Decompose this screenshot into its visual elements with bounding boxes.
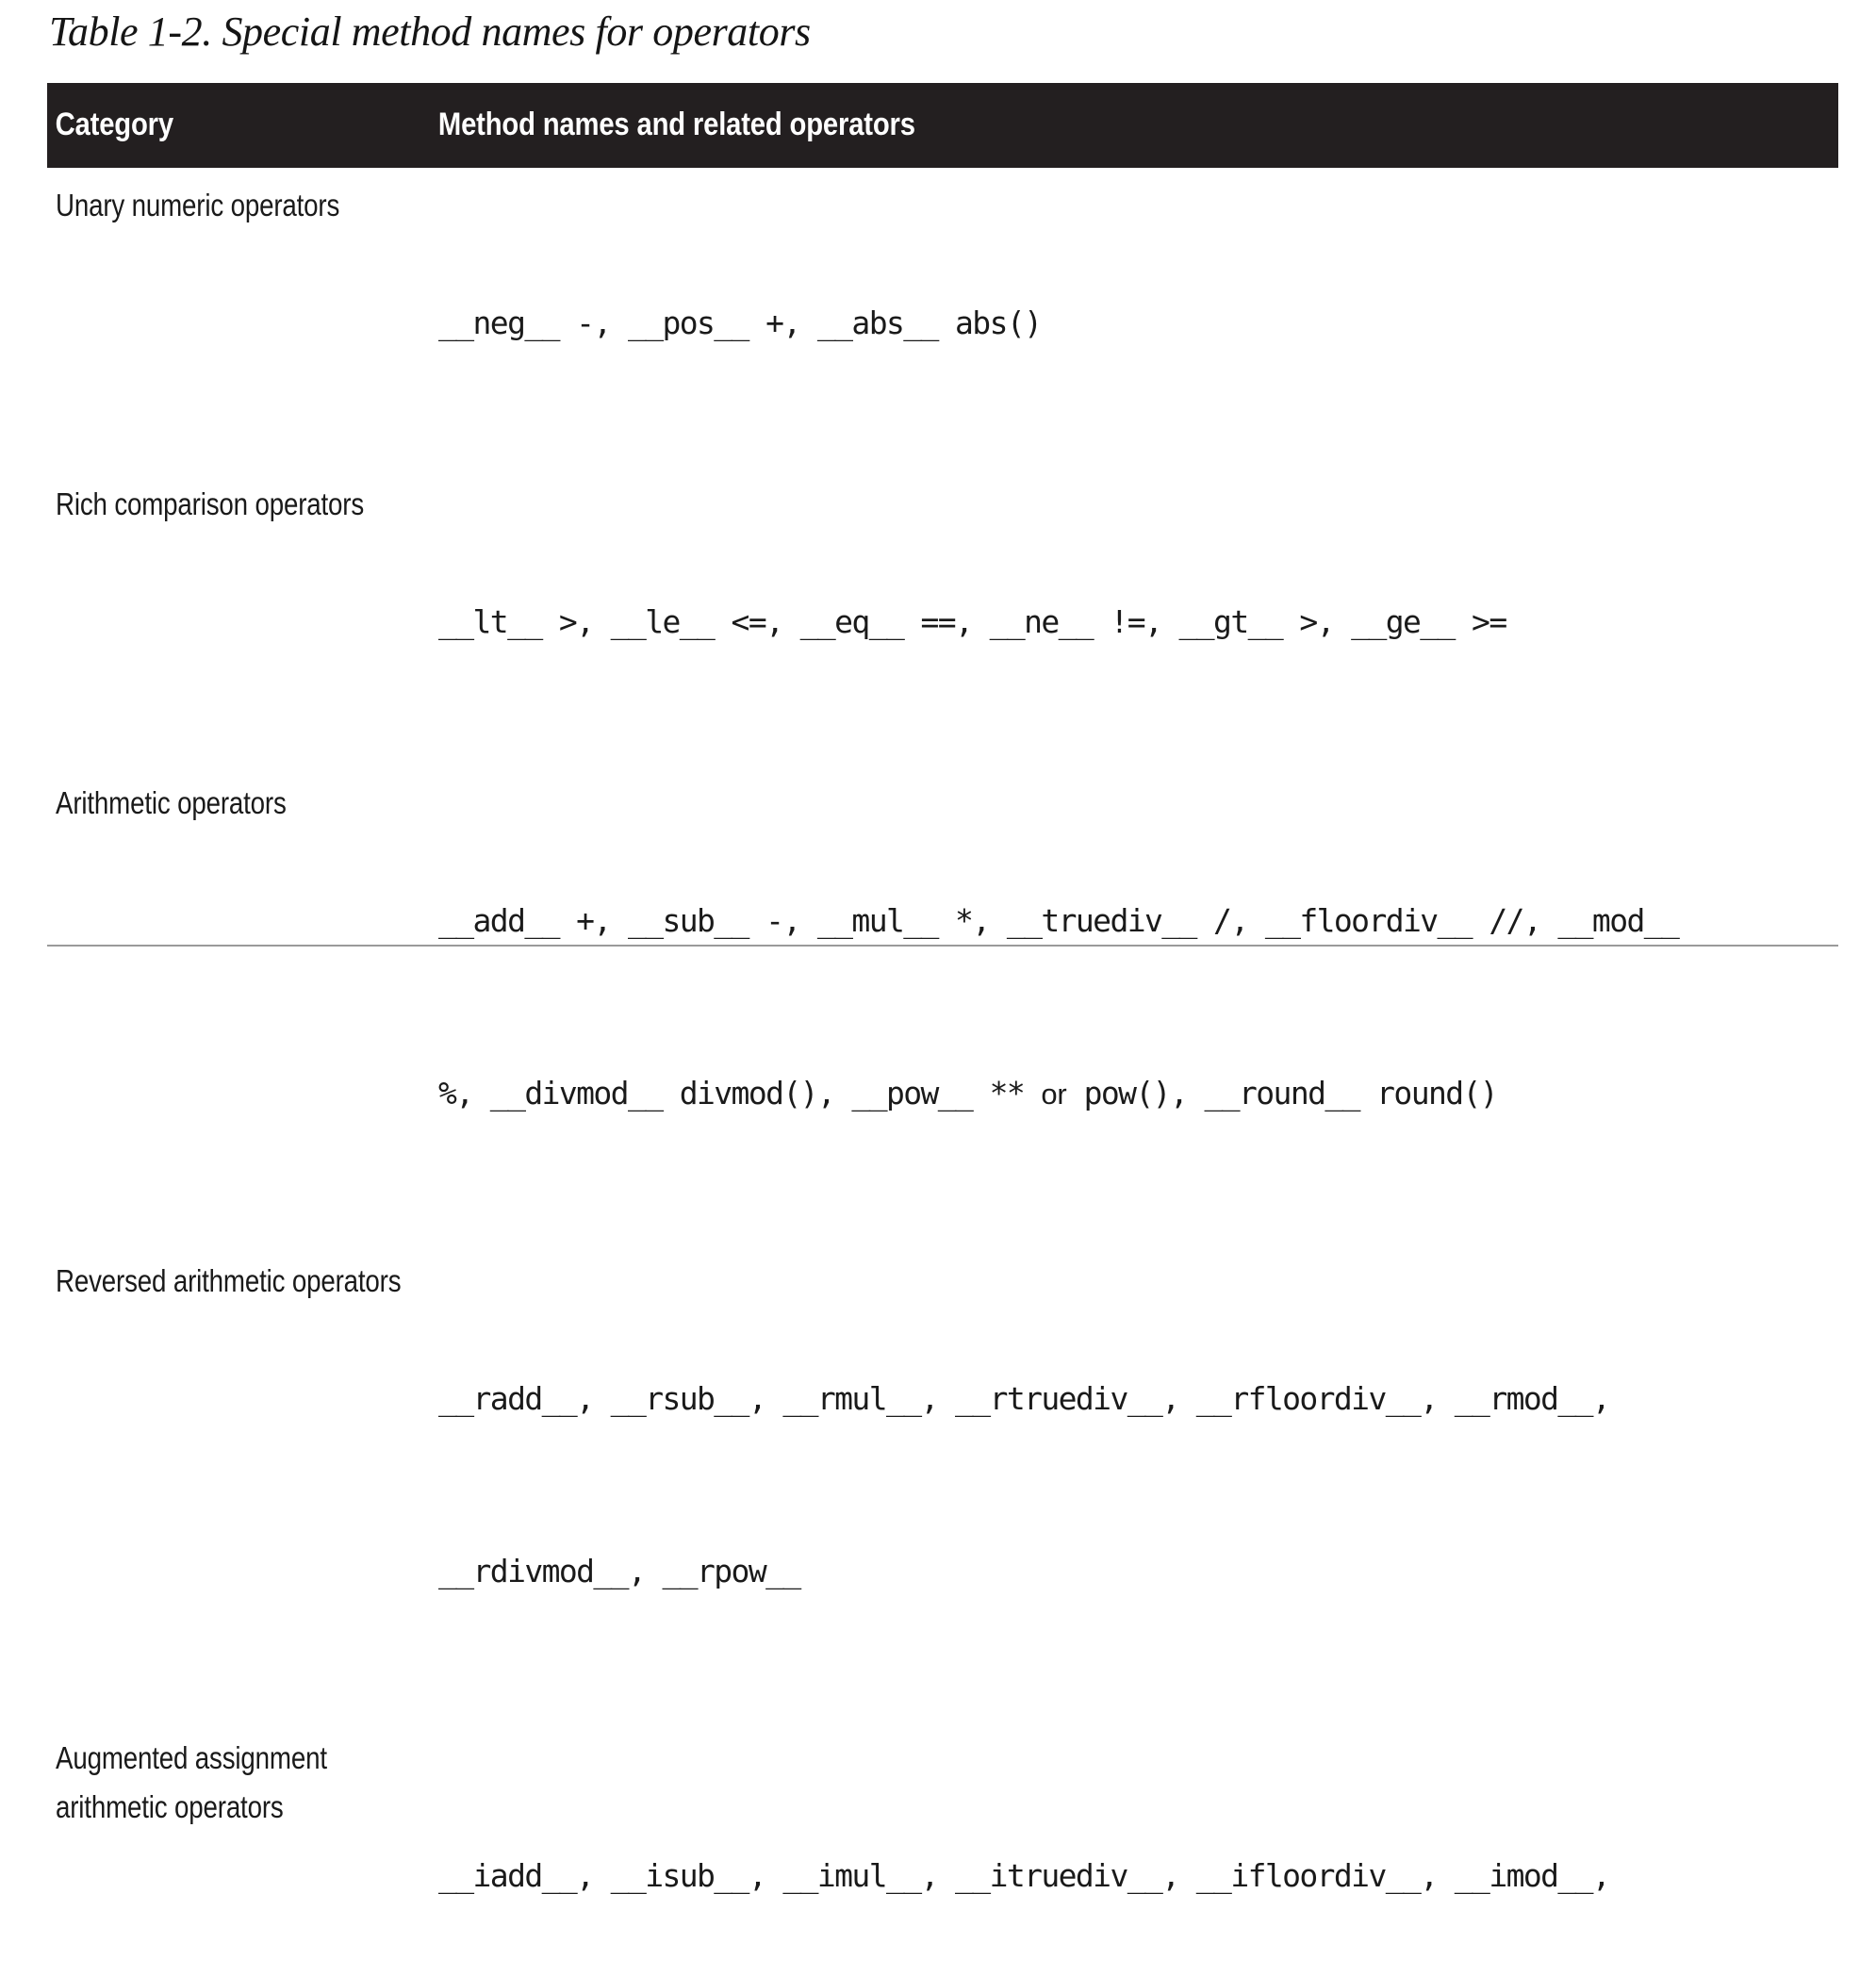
table-body: Unary numeric operators __neg__ -, __pos… bbox=[47, 168, 1838, 1976]
table-caption: Table 1-2. Special method names for oper… bbox=[49, 8, 811, 55]
row-methods-cell: __lt__ >, __le__ <=, __eq__ ==, __ne__ !… bbox=[432, 467, 1838, 766]
row-category-cell: Reversed arithmetic operators bbox=[47, 1243, 432, 1721]
table-row: Reversed arithmetic operators __radd__, … bbox=[47, 1243, 1838, 1721]
methods-segment: %, __divmod__ divmod(), __pow__ ** bbox=[438, 1075, 1042, 1112]
table-row: Arithmetic operators __add__ +, __sub__ … bbox=[47, 766, 1838, 1243]
methods-conjunction: or bbox=[1041, 1078, 1067, 1111]
row-category-cell: Augmented assignment arithmetic operator… bbox=[47, 1721, 432, 1976]
methods-line: __lt__ >, __le__ <=, __eq__ ==, __ne__ !… bbox=[438, 603, 1507, 640]
row-category-label: Arithmetic operators bbox=[56, 785, 287, 820]
page-footer-rule bbox=[47, 945, 1838, 947]
special-method-names-table: Category Method names and related operat… bbox=[47, 83, 1838, 1976]
row-methods-cell: __neg__ -, __pos__ +, __abs__ abs() bbox=[432, 168, 1838, 467]
row-category-label: Rich comparison operators bbox=[56, 486, 365, 521]
row-category-label: Unary numeric operators bbox=[56, 188, 340, 222]
row-methods-cell: __add__ +, __sub__ -, __mul__ *, __trued… bbox=[432, 766, 1838, 1243]
row-category-cell: Arithmetic operators bbox=[47, 766, 432, 1243]
table-row: Rich comparison operators __lt__ >, __le… bbox=[47, 467, 1838, 766]
methods-line: __iadd__, __isub__, __imul__, __itruediv… bbox=[438, 1857, 1611, 1894]
table-row: Augmented assignment arithmetic operator… bbox=[47, 1721, 1838, 1976]
column-header-method-names: Method names and related operators bbox=[437, 106, 915, 142]
table-header: Category Method names and related operat… bbox=[47, 83, 1838, 168]
methods-line: __neg__ -, __pos__ +, __abs__ abs() bbox=[438, 305, 1043, 341]
row-methods-cell: __iadd__, __isub__, __imul__, __itruediv… bbox=[432, 1721, 1838, 1976]
column-header-category: Category bbox=[55, 106, 174, 142]
row-category-cell: Unary numeric operators bbox=[47, 168, 432, 467]
row-methods-cell: __radd__, __rsub__, __rmul__, __rtruediv… bbox=[432, 1243, 1838, 1721]
table-row: Unary numeric operators __neg__ -, __pos… bbox=[47, 168, 1838, 467]
table-header-row: Category Method names and related operat… bbox=[47, 83, 1838, 168]
methods-segment: pow(), __round__ round() bbox=[1066, 1075, 1499, 1112]
row-category-label-line2: arithmetic operators bbox=[56, 1789, 284, 1824]
methods-line: __rdivmod__, __rpow__ bbox=[438, 1553, 801, 1589]
row-category-label-line1: Augmented assignment bbox=[56, 1740, 327, 1775]
methods-line: __radd__, __rsub__, __rmul__, __rtruediv… bbox=[438, 1380, 1611, 1417]
methods-line: __add__ +, __sub__ -, __mul__ *, __trued… bbox=[438, 902, 1680, 939]
row-category-label: Reversed arithmetic operators bbox=[56, 1263, 402, 1298]
row-category-cell: Rich comparison operators bbox=[47, 467, 432, 766]
document-page: Table 1-2. Special method names for oper… bbox=[47, 8, 1838, 1894]
methods-line: %, __divmod__ divmod(), __pow__ ** or po… bbox=[438, 1064, 1838, 1123]
